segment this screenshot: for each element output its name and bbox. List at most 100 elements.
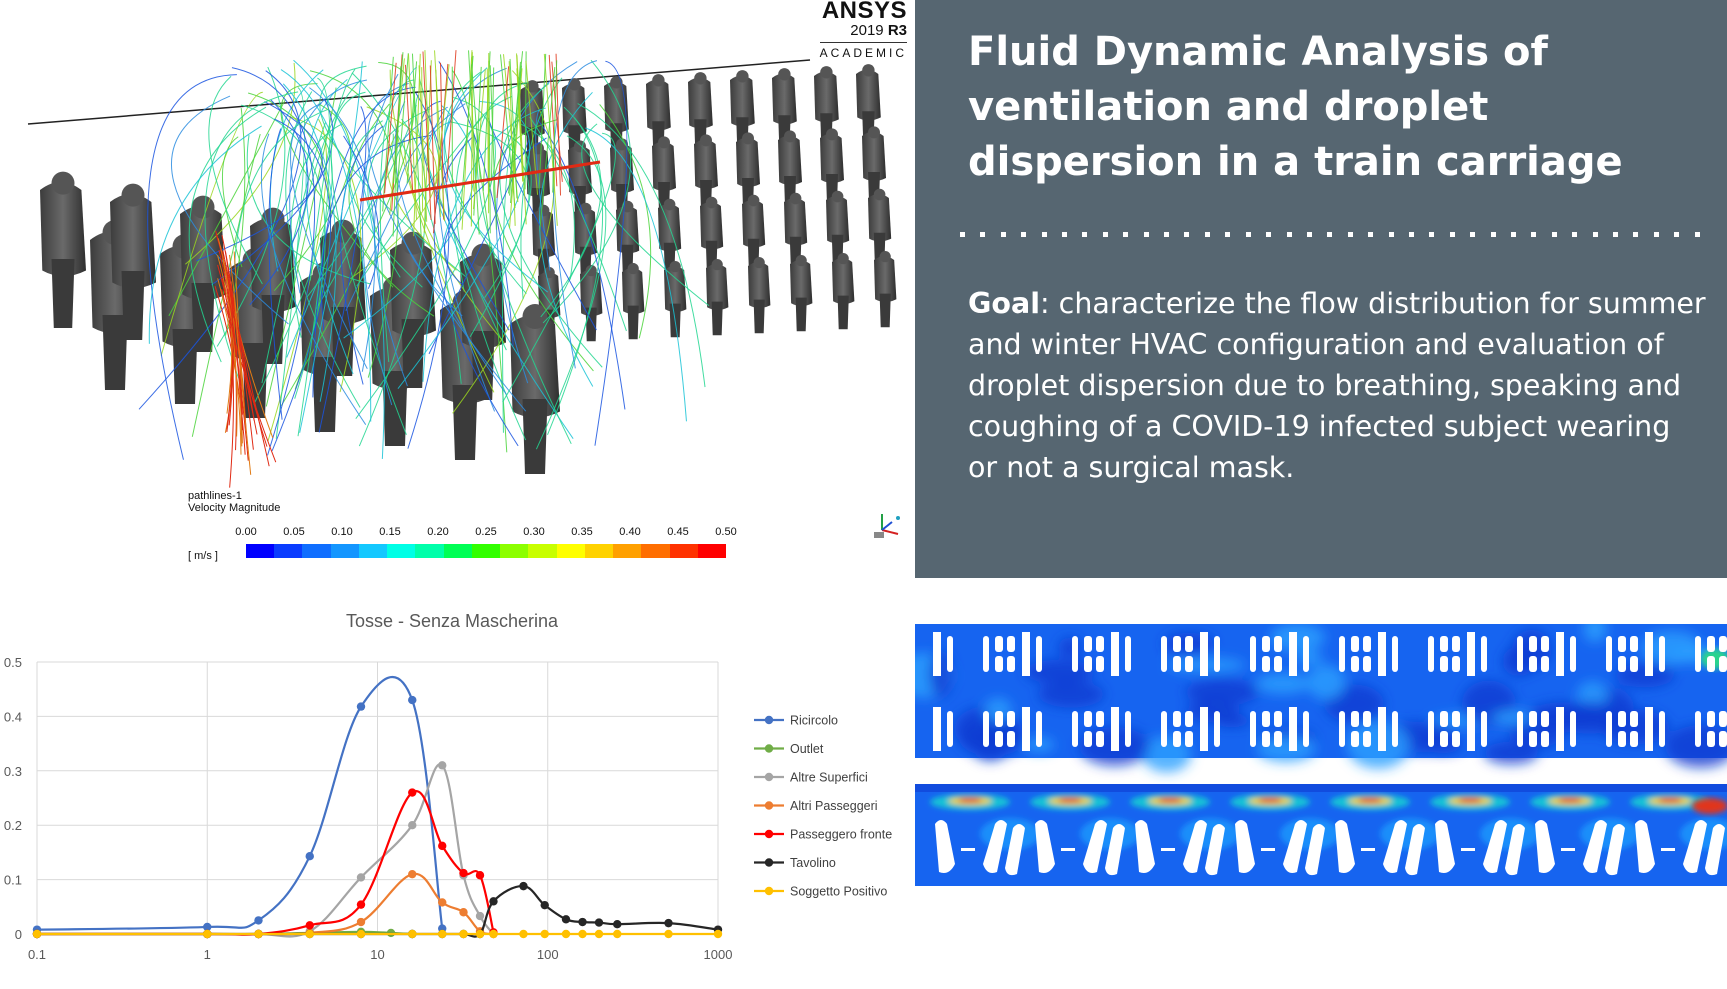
- pathline: [188, 106, 267, 363]
- y-tick-label: 0.3: [4, 764, 22, 779]
- data-point: [613, 929, 622, 939]
- colorbar-segment: [415, 544, 444, 558]
- colorbar-segment: [584, 544, 614, 558]
- data-point: [203, 922, 212, 932]
- divider-dot: [1327, 232, 1333, 237]
- pathline: [231, 67, 316, 456]
- legend-entry: Altri Passeggeri: [754, 799, 878, 813]
- seat-cutout: [1289, 632, 1297, 676]
- pathline: [289, 79, 368, 294]
- divider-dot: [1102, 232, 1108, 237]
- pathline: [396, 103, 466, 317]
- pathline: [168, 99, 286, 317]
- pathline: [392, 52, 404, 184]
- series-line: [36, 676, 444, 931]
- data-point: [356, 929, 366, 939]
- pathline: [217, 278, 242, 455]
- seat-shape: [622, 263, 645, 340]
- pathline: [436, 64, 450, 184]
- pathline: [555, 53, 562, 196]
- seat-shape: [110, 183, 156, 340]
- seat-cutout: [1289, 707, 1297, 751]
- pathline: [147, 74, 237, 460]
- pathline: [318, 106, 367, 433]
- data-point: [32, 929, 42, 939]
- data-point: [408, 869, 417, 879]
- pathline: [472, 69, 486, 210]
- data-point: [578, 929, 587, 939]
- data-point: [408, 821, 417, 830]
- data-point: [475, 929, 485, 939]
- pathline: [191, 133, 261, 437]
- seat-cutout: [1467, 707, 1475, 751]
- pathline: [476, 81, 572, 445]
- data-point: [613, 920, 622, 929]
- pathline: [261, 122, 326, 384]
- ansys-version: 2019 R3: [819, 22, 907, 43]
- series-ricircolo: [32, 676, 447, 934]
- data-point: [713, 929, 723, 939]
- pathline: [148, 125, 262, 344]
- pathline: [429, 65, 436, 224]
- legend-marker: [764, 886, 774, 896]
- legend-label: Tavolino: [790, 856, 836, 870]
- divider-dot: [1592, 232, 1598, 237]
- pathline: [535, 135, 607, 450]
- passenger-silhouette: [935, 820, 1025, 876]
- seat-cutout: [933, 707, 941, 751]
- colorbar-segment: [528, 544, 557, 558]
- colorbar-segment: [556, 544, 585, 558]
- divider-dot: [1470, 232, 1476, 237]
- ansys-brand: ANSYS: [821, 0, 907, 24]
- seat-shape: [706, 259, 729, 336]
- data-point: [438, 929, 447, 939]
- pathline: [599, 104, 652, 339]
- divider-dot: [1572, 232, 1578, 237]
- data-point: [438, 841, 447, 851]
- legend-label: Soggetto Positivo: [790, 885, 887, 899]
- passenger-silhouette: [1335, 820, 1425, 876]
- pathline: [268, 128, 283, 420]
- legend-entry: Outlet: [754, 742, 824, 756]
- divider-dot: [1143, 232, 1149, 237]
- pathline: [222, 256, 270, 467]
- data-point: [519, 881, 528, 891]
- pathline: [285, 91, 361, 408]
- x-tick-label: 0.1: [28, 947, 46, 962]
- passenger-silhouette: [1135, 820, 1225, 876]
- divider-dot: [1633, 232, 1639, 237]
- seat-shape: [510, 304, 560, 474]
- divider-dot: [1000, 232, 1006, 237]
- pathline: [585, 127, 687, 422]
- passenger-silhouette: [1535, 820, 1625, 876]
- colorbar-tick-label: 0.50: [715, 526, 737, 538]
- data-point: [305, 852, 314, 861]
- legend-entry: Soggetto Positivo: [754, 885, 887, 899]
- pathline: [234, 109, 328, 266]
- pathline: [290, 103, 368, 369]
- y-tick-label: 0.2: [4, 818, 22, 833]
- pathline: [297, 77, 331, 437]
- pathline: [227, 288, 249, 461]
- data-point: [305, 929, 314, 939]
- legend-entry: Altre Superfici: [754, 771, 868, 785]
- divider-dot: [1062, 232, 1068, 237]
- seat-cutout: [1200, 632, 1208, 676]
- series-altre-superfici: [32, 761, 498, 939]
- divider-dot: [1041, 232, 1047, 237]
- pathline: [406, 61, 418, 184]
- seat-shape: [748, 257, 771, 334]
- pathline: [249, 99, 309, 306]
- legend-label: Altri Passeggeri: [790, 799, 878, 813]
- passenger-silhouette: [1635, 820, 1725, 876]
- colorbar-segment: [246, 544, 275, 558]
- seat-cutout: [1645, 707, 1653, 751]
- legend-entry: Passeggero fronte: [754, 828, 892, 842]
- pathline: [265, 87, 337, 407]
- pathline: [224, 251, 254, 450]
- title-panel: Fluid Dynamic Analysis of ventilation an…: [915, 0, 1727, 578]
- page-title: Fluid Dynamic Analysis of ventilation an…: [968, 29, 1623, 185]
- colorbar-segment: [471, 544, 501, 558]
- colorbar-tick-label: 0.30: [523, 526, 545, 538]
- series-line: [36, 789, 495, 936]
